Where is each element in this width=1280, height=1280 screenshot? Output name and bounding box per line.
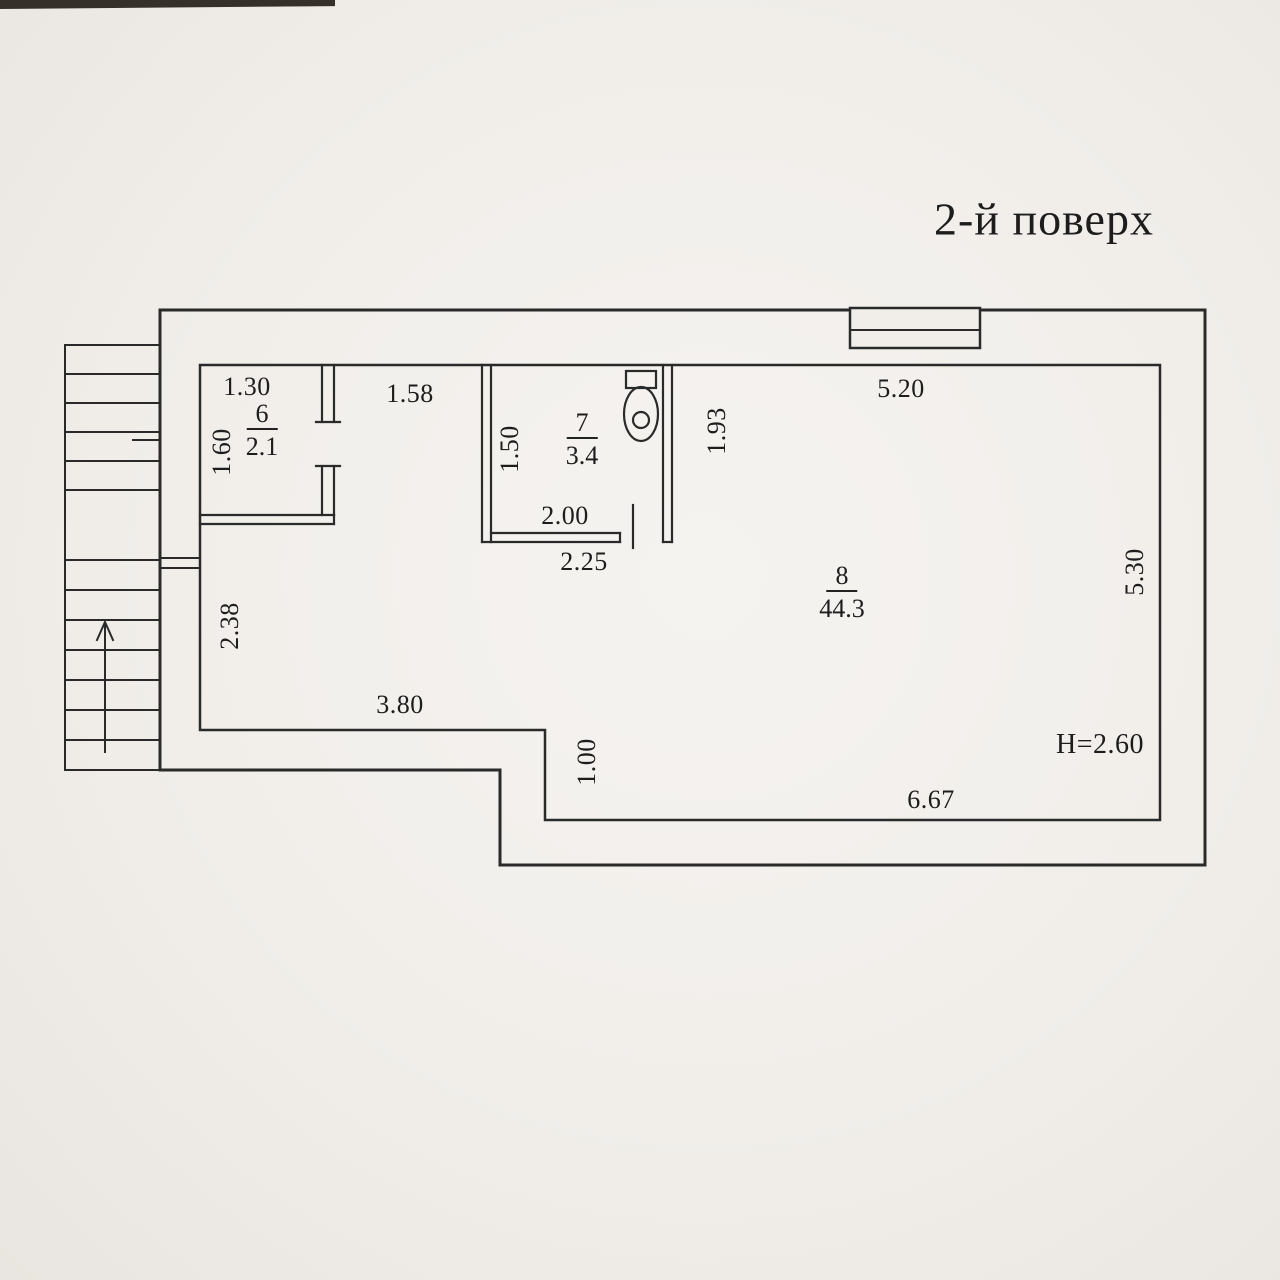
dim-left-lower-height: 2.38 — [215, 602, 244, 650]
room-7-area: 3.4 — [565, 441, 599, 471]
dim-room6-height: 1.60 — [207, 428, 236, 476]
dim-bottom-left-width: 3.80 — [376, 690, 424, 719]
room-7-label: 7 3.4 — [566, 409, 599, 470]
ceiling-height-note: H=2.60 — [1055, 729, 1145, 760]
outer-wall-outline — [158, 308, 1207, 867]
dim-bottom-right-width: 6.67 — [907, 785, 955, 814]
left-wall-details — [132, 439, 201, 569]
dim-bottom-step: 1.00 — [572, 738, 601, 786]
dim-room7-inner-width: 2.00 — [541, 501, 589, 530]
room-7-number: 7 — [566, 409, 598, 440]
room-8-number: 8 — [826, 562, 858, 593]
toilet-icon — [622, 369, 660, 443]
dim-room6-width: 1.30 — [223, 372, 271, 401]
room-6-label: 6 2.1 — [246, 400, 279, 461]
room-8-label: 8 44.3 — [819, 562, 865, 623]
room-8-area: 44.3 — [819, 594, 865, 624]
dim-top-right: 5.20 — [877, 374, 925, 403]
direction-arrow-icon — [95, 619, 115, 753]
dim-right-wall-height: 5.30 — [1120, 548, 1149, 596]
dim-room7-height: 1.50 — [495, 425, 524, 473]
dim-room7-right-height: 1.93 — [702, 407, 731, 455]
floor-title: 2-й поверх — [934, 193, 1154, 245]
dim-top-middle: 1.58 — [386, 379, 434, 408]
staircase — [64, 344, 161, 771]
inner-wall-outline — [198, 363, 1162, 822]
room-6-area: 2.1 — [245, 432, 279, 462]
window-symbol — [848, 306, 982, 350]
dim-room7-outer-width: 2.25 — [560, 547, 608, 576]
room-6-walls — [198, 363, 342, 526]
room-6-number: 6 — [246, 400, 278, 431]
room-7-walls — [480, 363, 674, 550]
